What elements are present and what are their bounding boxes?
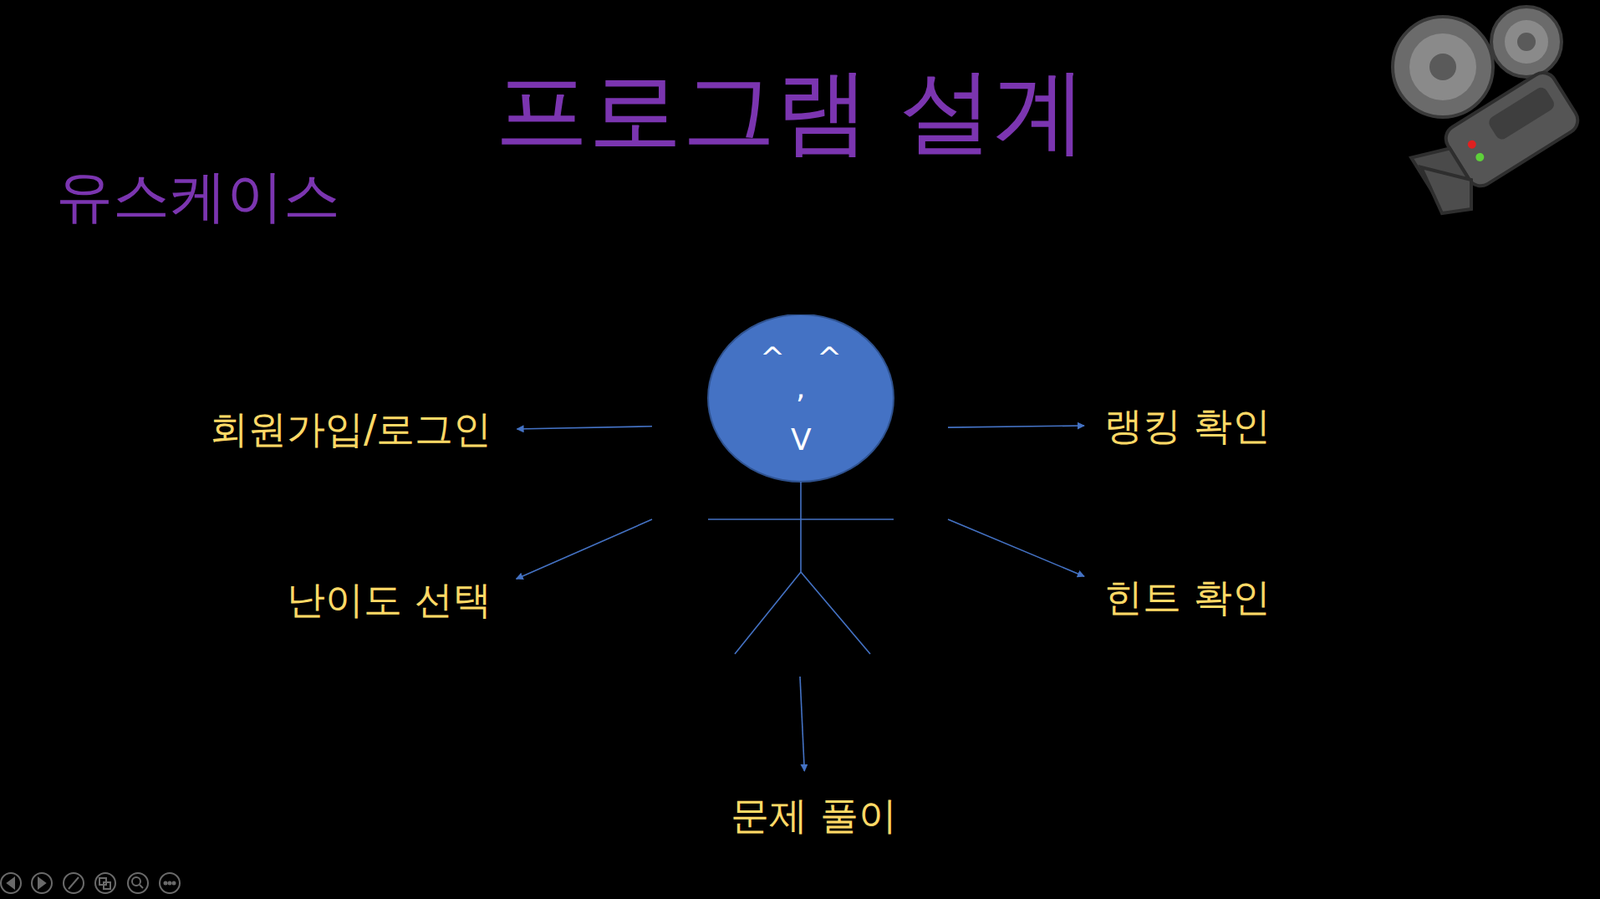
use-case-text: 문제 풀이 [730,793,897,838]
use-case: 랭킹 확인 [1099,399,1276,452]
section-heading: 유스케이스 [56,163,341,230]
use-case-text: 회원가입/로그인 [209,407,493,452]
actor-figure: ^ ^, V [652,314,948,677]
slideshow-controls [0,872,180,893]
face-glyph: V [790,424,812,455]
use-case: 힌트 확인 [1099,570,1276,623]
use-case: 난이도 선택 [281,573,497,626]
use-case-arrow [947,519,1085,576]
face-glyph: ^ [759,342,785,373]
use-case-text: 랭킹 확인 [1104,403,1271,449]
stick-figure [652,314,948,677]
face-glyph: ^ [816,342,842,373]
use-case-arrow [516,519,653,579]
camera-icon [1392,6,1583,214]
use-case-arrow [800,676,805,771]
use-case-arrow [947,425,1085,428]
use-case-arrow [517,426,653,429]
slide-title: 프로그램 설계 [494,56,1087,165]
use-case-text: 난이도 선택 [286,577,492,622]
use-case: 문제 풀이 [725,789,902,841]
use-case-text: 힌트 확인 [1104,575,1271,620]
face-glyph: , [795,372,806,403]
use-case: 회원가입/로그인 [204,402,498,455]
